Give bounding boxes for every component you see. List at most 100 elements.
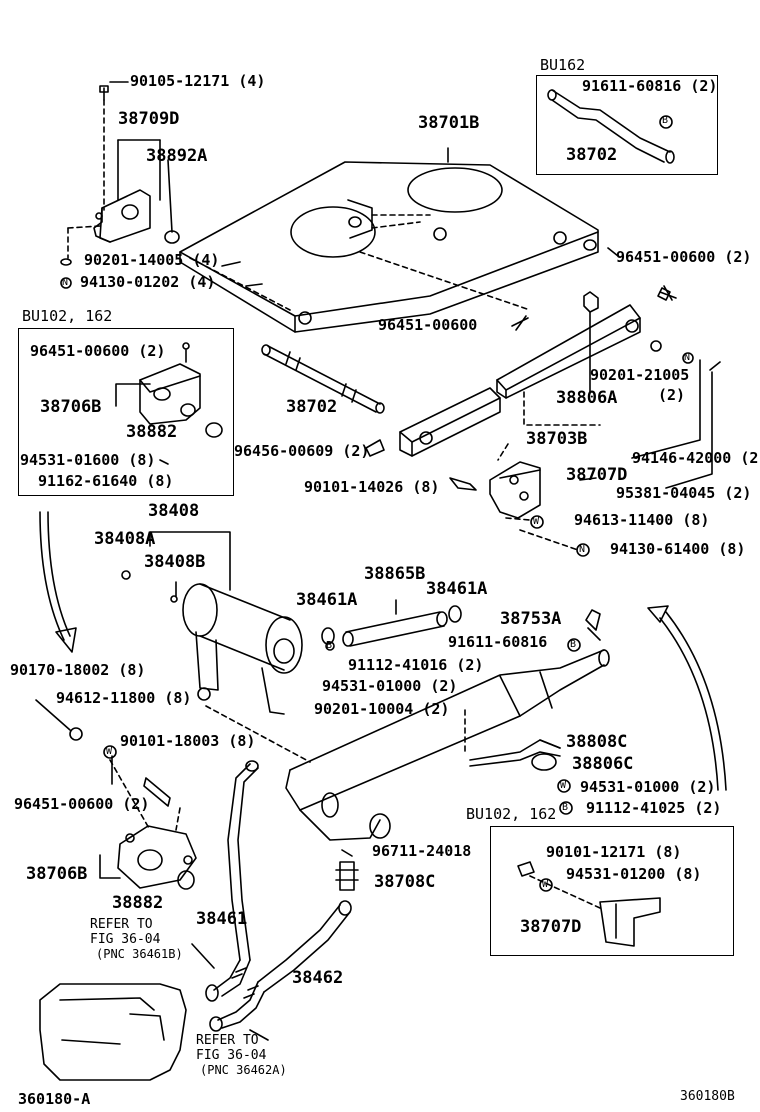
part-94146-42000: 94146-42000 (2) <box>632 449 760 467</box>
part-94531-01000-right: 94531-01000 (2) <box>580 778 716 796</box>
fitting-38708c <box>335 849 359 891</box>
part-38703b: 38703B <box>526 429 588 449</box>
bracket-38707d-top <box>449 340 721 557</box>
part-94531-01200: 94531-01200 (8) <box>566 865 702 883</box>
part-38462: 38462 <box>292 968 344 988</box>
washer-n-icon: N <box>62 277 69 288</box>
group-box-bu162 <box>536 75 718 175</box>
part-91611-60816-mid: 91611-60816 <box>448 633 548 651</box>
leader-96451-right <box>607 247 619 257</box>
tube-38702-top <box>547 89 675 164</box>
part-94531-01600: 94531-01600 (8) <box>20 451 156 469</box>
hose-38865b <box>321 599 462 651</box>
part-38408: 38408 <box>148 501 200 521</box>
bolt-96451-mid <box>511 315 529 331</box>
pipe-38461 <box>205 760 259 1002</box>
refer-note-2-line1: REFER TO <box>196 1033 259 1048</box>
part-90201-14005: 90201-14005 (4) <box>84 251 220 269</box>
part-38408a: 38408A <box>94 529 156 549</box>
leader-refer1 <box>191 943 215 969</box>
part-91112-41025: 91112-41025 (2) <box>586 799 722 817</box>
washer-b-icon-3: B <box>326 640 333 651</box>
bolt-96456 <box>365 439 385 457</box>
part-90101-14026: 90101-14026 (8) <box>304 478 440 496</box>
part-90170-18002: 90170-18002 (8) <box>10 661 146 679</box>
leader-38707d <box>579 477 597 481</box>
group-box-bu102-right <box>490 826 734 956</box>
exhaust-assembly <box>285 609 610 841</box>
part-38709d: 38709D <box>118 109 180 129</box>
washer-w-icon-3: W <box>560 780 567 791</box>
washer-w-icon: W <box>533 516 540 527</box>
arrow-right <box>647 605 727 791</box>
part-38706b-low: 38706B <box>26 864 88 884</box>
part-38892a: 38892A <box>146 146 208 166</box>
part-91611-60816-top: 91611-60816 (2) <box>582 77 718 95</box>
part-94612-11800: 94612-11800 (8) <box>56 689 192 707</box>
leader-refer2 <box>249 1029 269 1041</box>
part-96451-00600-low: 96451-00600 (2) <box>14 795 150 813</box>
box-title-bu162: BU162 <box>540 56 586 74</box>
bracket-38709d <box>60 85 180 289</box>
part-38461a-right: 38461A <box>426 579 488 599</box>
part-38806a: 38806A <box>556 388 618 408</box>
figure-reference: 360180B <box>680 1089 735 1104</box>
box-title-bu102-left: BU102, 162 <box>22 307 113 325</box>
part-90101-18003: 90101-18003 (8) <box>120 732 256 750</box>
part-38461a-left: 38461A <box>296 590 358 610</box>
bracket-38706b-low <box>35 699 197 890</box>
part-38702-top: 38702 <box>566 145 618 165</box>
part-38461: 38461 <box>196 909 248 929</box>
part-94613-11400: 94613-11400 (8) <box>574 511 710 529</box>
part-38882-box: 38882 <box>126 422 178 442</box>
tube-38702-mid <box>261 344 385 414</box>
part-38708c: 38708C <box>374 872 436 892</box>
washer-n-icon-2: N <box>684 352 691 363</box>
pipe-38462 <box>209 900 352 1032</box>
part-38882-low: 38882 <box>112 893 164 913</box>
part-96451-00600-mid: 96451-00600 <box>378 316 478 334</box>
part-38806c: 38806C <box>572 754 634 774</box>
part-38706b-box: 38706B <box>40 397 102 417</box>
rails-38703b <box>399 291 641 461</box>
part-91112-41016: 91112-41016 (2) <box>348 656 484 674</box>
part-90201-21005: 90201-21005 <box>590 366 690 384</box>
part-38701b: 38701B <box>418 113 480 133</box>
part-90101-12171: 90101-12171 (8) <box>546 843 682 861</box>
refer-note-1-line2: FIG 36-04 <box>90 932 161 947</box>
part-38753a: 38753A <box>500 609 562 629</box>
part-38865b: 38865B <box>364 564 426 584</box>
part-94130-61400: 94130-61400 (8) <box>610 540 746 558</box>
part-90201-21005-qty: (2) <box>658 386 686 404</box>
part-96451-00600-box: 96451-00600 (2) <box>30 342 166 360</box>
washer-n-icon-3: N <box>579 544 586 555</box>
bracket-38706b-box <box>115 342 223 465</box>
part-91162-61640: 91162-61640 (8) <box>38 472 174 490</box>
bracket-38707d-low <box>517 861 661 947</box>
part-38408b: 38408B <box>144 552 206 572</box>
washer-w-icon-4: W <box>542 879 549 890</box>
box-title-bu102-right: BU102, 162 <box>466 805 557 823</box>
leader-90201-14005 <box>221 261 241 267</box>
part-38707d-low: 38707D <box>520 917 582 937</box>
part-96711-24018: 96711-24018 <box>372 842 472 860</box>
refer-note-2-line2: FIG 36-04 <box>196 1048 267 1063</box>
arrow-left <box>39 511 77 653</box>
plate-38701b <box>179 147 599 333</box>
part-38707d-top: 38707D <box>566 465 628 485</box>
part-94130-01202: 94130-01202 (4) <box>80 273 216 291</box>
leader-94130-01202 <box>245 283 263 287</box>
part-90201-10004: 90201-10004 (2) <box>314 700 450 718</box>
part-94531-01000-mid: 94531-01000 (2) <box>322 677 458 695</box>
muffler-38408 <box>121 531 311 763</box>
refer-note-2-line3: (PNC 36462A) <box>200 1063 287 1077</box>
refer-note-1-line3: (PNC 36461B) <box>96 947 183 961</box>
part-96451-00600-right: 96451-00600 (2) <box>616 248 752 266</box>
figure-code: 360180-A <box>18 1090 91 1108</box>
engine-block <box>39 983 187 1081</box>
washer-b-icon-4: B <box>562 802 569 813</box>
washer-b-icon-2: B <box>570 639 577 650</box>
part-95381-04045: 95381-04045 (2) <box>616 484 752 502</box>
